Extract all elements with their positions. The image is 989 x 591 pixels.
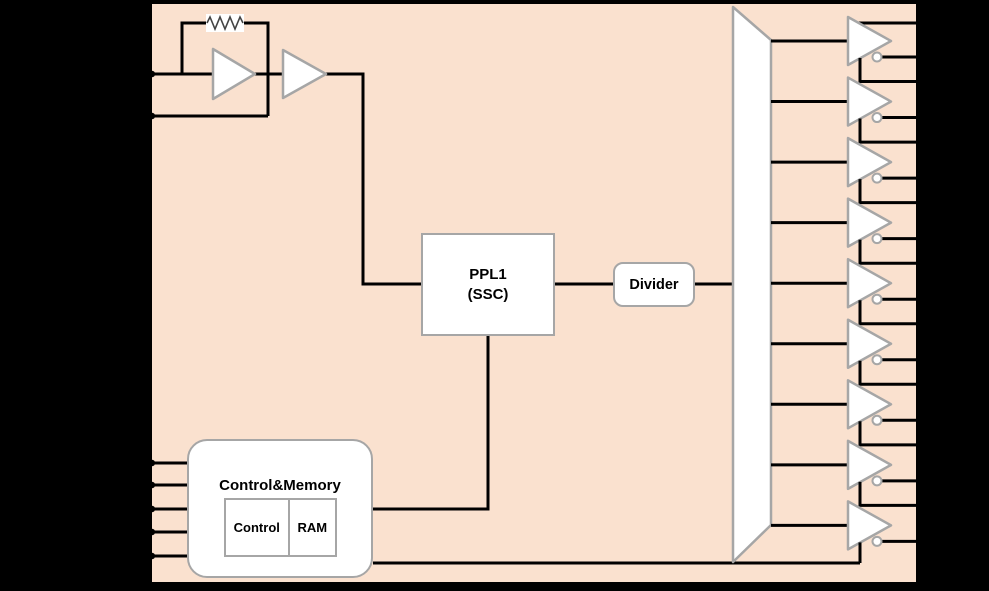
- inverter-bubble-icon: [871, 51, 883, 63]
- right-pin-dot: [916, 356, 922, 363]
- output-buffer: [771, 197, 919, 265]
- output-buffer: [771, 15, 919, 84]
- feedback-resistor: [206, 14, 244, 32]
- buffer-amplifier-icon: [846, 500, 893, 551]
- right-pin-dot: [916, 54, 922, 60]
- buffer-lower-output-wire: [858, 118, 919, 144]
- buffer-amplifier-icon: [846, 76, 893, 127]
- inverter-bubble-icon: [871, 172, 883, 184]
- inverter-bubble-icon: [871, 293, 883, 305]
- left-pin-dot: [148, 505, 156, 513]
- osc-buffer-icon: [281, 48, 328, 100]
- right-pin-dot: [916, 296, 922, 303]
- right-pin-dot: [916, 417, 922, 424]
- pll-to-control-wire: [373, 336, 490, 511]
- osc-to-pll-wire: [326, 72, 421, 286]
- pin-layer: [148, 20, 922, 560]
- left-pin-dot: [148, 70, 156, 78]
- inverter-bubble-icon: [871, 354, 883, 366]
- right-pin-dot: [916, 20, 922, 26]
- right-pin-dot: [916, 175, 922, 181]
- inverter-bubble-icon: [871, 535, 883, 547]
- right-pin-dot: [916, 235, 922, 242]
- control-cell: Control: [233, 520, 280, 535]
- control-memory-title: Control&Memory: [219, 477, 341, 494]
- left-pin-dot: [148, 481, 156, 489]
- buffer-amplifier-icon: [846, 318, 893, 369]
- buffer-amplifier-icon: [846, 136, 893, 188]
- buffer-lower-output-wire: [858, 239, 919, 265]
- output-buffer: [771, 379, 919, 447]
- right-pin-dot: [916, 502, 922, 509]
- output-buffer: [771, 318, 919, 386]
- feedback-wire-left: [180, 21, 206, 74]
- inverter-bubble-icon: [871, 233, 883, 245]
- feedback-wire-right: [244, 21, 270, 116]
- buffer-lower-output-wire: [858, 481, 919, 507]
- right-pin-dot: [916, 478, 922, 484]
- inverter-bubble-icon: [871, 112, 883, 124]
- inverter-bubble-icon: [871, 414, 883, 426]
- buffer-amplifier-icon: [846, 439, 893, 491]
- buffer-lower-output-wire: [858, 179, 919, 205]
- right-pin-dot: [916, 114, 922, 121]
- buffer-lower-output-wire: [858, 360, 919, 386]
- buffer-amplifier-icon: [846, 197, 893, 248]
- right-pin-dot: [916, 260, 922, 267]
- buffer-lower-output-wire: [858, 58, 919, 84]
- left-pin-dot: [148, 528, 156, 536]
- right-pin-dot: [916, 320, 922, 327]
- left-pin-dot: [148, 552, 156, 560]
- divider-block: Divider: [613, 262, 695, 307]
- inverter-bubble-icon: [871, 475, 883, 487]
- right-pin-dot: [916, 442, 922, 448]
- ram-cell: RAM: [287, 500, 335, 555]
- divider-label: Divider: [629, 276, 679, 293]
- buffer-lower-output-wire: [858, 300, 919, 326]
- left-pin-dot: [148, 459, 156, 467]
- right-pin-dot: [916, 381, 922, 388]
- right-pin-dot: [916, 199, 922, 206]
- resistor-zigzag-icon: [206, 14, 244, 32]
- buffer-amplifier-icon: [846, 257, 893, 309]
- control-memory-table: Control RAM: [224, 498, 337, 557]
- output-buffer: [771, 439, 919, 507]
- output-buffer: [771, 76, 919, 144]
- control-memory-block: Control&Memory Control RAM: [187, 439, 373, 578]
- right-pin-dot: [916, 78, 922, 85]
- mux-trapezoid: [731, 5, 773, 564]
- output-buffer: [771, 257, 919, 326]
- osc-amplifier-icon: [211, 47, 257, 101]
- wire-layer: [150, 21, 919, 565]
- pll-label-line1: PPL1: [469, 265, 507, 283]
- pll-label-line2: (SSC): [467, 285, 509, 303]
- buffer-lower-output-wire: [858, 421, 919, 447]
- buffer-amplifier-icon: [846, 379, 893, 430]
- pll-block: PPL1 (SSC): [421, 233, 555, 336]
- left-pin-dot: [148, 112, 156, 120]
- buffer-amplifier-icon: [846, 15, 893, 67]
- output-buffer: [771, 500, 919, 563]
- output-buffer: [771, 136, 919, 205]
- right-pin-dot: [916, 139, 922, 145]
- right-pin-dot: [916, 538, 922, 545]
- output-buffer-array: [771, 15, 919, 563]
